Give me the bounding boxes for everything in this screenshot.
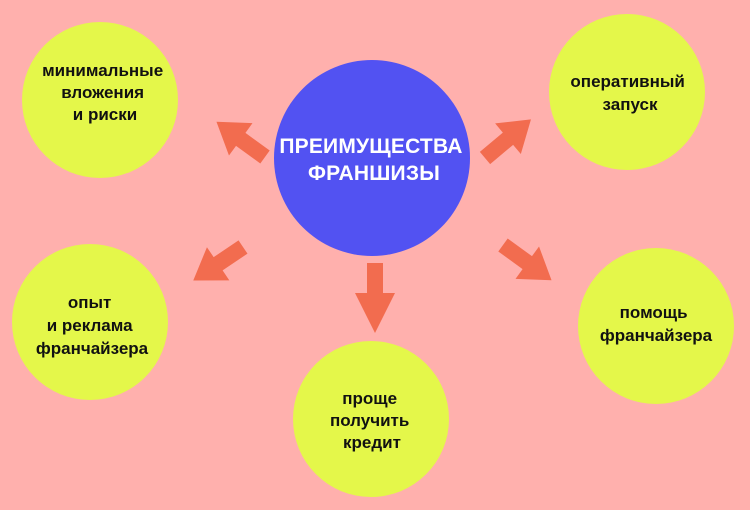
arrow-to-help-shape (498, 238, 552, 281)
satellite-circle-credit (293, 341, 449, 497)
satellite-node-experience: опыт и реклама франчайзера (12, 244, 168, 400)
satellite-circle-launch (549, 14, 705, 170)
satellite-label-experience-line-1: опыт (68, 293, 112, 312)
satellite-label-launch-line-2: запуск (603, 95, 658, 114)
satellite-label-credit-line-3: кредит (343, 433, 401, 452)
satellite-label-launch-line-1: оперативный (570, 72, 684, 91)
arrow-to-investment (216, 121, 270, 164)
satellite-label-help-line-1: помощь (620, 303, 688, 322)
satellite-node-credit: проще получить кредит (293, 341, 449, 497)
satellite-label-experience: опыт и реклама франчайзера (36, 293, 149, 358)
satellite-node-investment: минимальные вложения и риски (22, 22, 178, 178)
satellite-label-credit-line-1: проще (342, 389, 397, 408)
satellite-label-launch: оперативный запуск (570, 72, 689, 114)
arrow-to-experience-shape (193, 240, 248, 281)
satellite-label-investment-line-3: и риски (73, 105, 137, 124)
arrow-to-launch-shape (479, 119, 531, 165)
center-circle (274, 60, 470, 256)
satellite-label-credit: проще получить кредит (330, 389, 414, 452)
arrow-to-launch (479, 119, 531, 165)
arrow-to-credit-shape (355, 263, 395, 333)
arrow-to-help (498, 238, 552, 281)
center-label-line-1: ПРЕИМУЩЕСТВА (279, 135, 462, 158)
satellite-label-investment-line-2: вложения (61, 83, 144, 102)
center-node: ПРЕИМУЩЕСТВА ФРАНШИЗЫ (274, 60, 470, 256)
satellite-node-launch: оперативный запуск (549, 14, 705, 170)
satellite-label-help: помощь франчайзера (600, 303, 713, 345)
satellite-circle-experience (12, 244, 168, 400)
satellite-label-investment-line-1: минимальные (42, 61, 163, 80)
arrow-to-credit (355, 263, 395, 333)
arrow-to-experience (193, 240, 248, 281)
center-label-line-2: ФРАНШИЗЫ (308, 162, 440, 185)
satellite-label-help-line-2: франчайзера (600, 326, 713, 345)
satellite-node-help: помощь франчайзера (578, 248, 734, 404)
satellite-circle-investment (22, 22, 178, 178)
center-label: ПРЕИМУЩЕСТВА ФРАНШИЗЫ (279, 135, 468, 185)
satellite-circle-help (578, 248, 734, 404)
satellite-label-experience-line-2: и реклама (47, 316, 133, 335)
satellite-label-investment: минимальные вложения и риски (42, 61, 168, 124)
satellite-label-credit-line-2: получить (330, 411, 409, 430)
arrow-to-investment-shape (216, 121, 270, 164)
satellite-label-experience-line-3: франчайзера (36, 339, 149, 358)
